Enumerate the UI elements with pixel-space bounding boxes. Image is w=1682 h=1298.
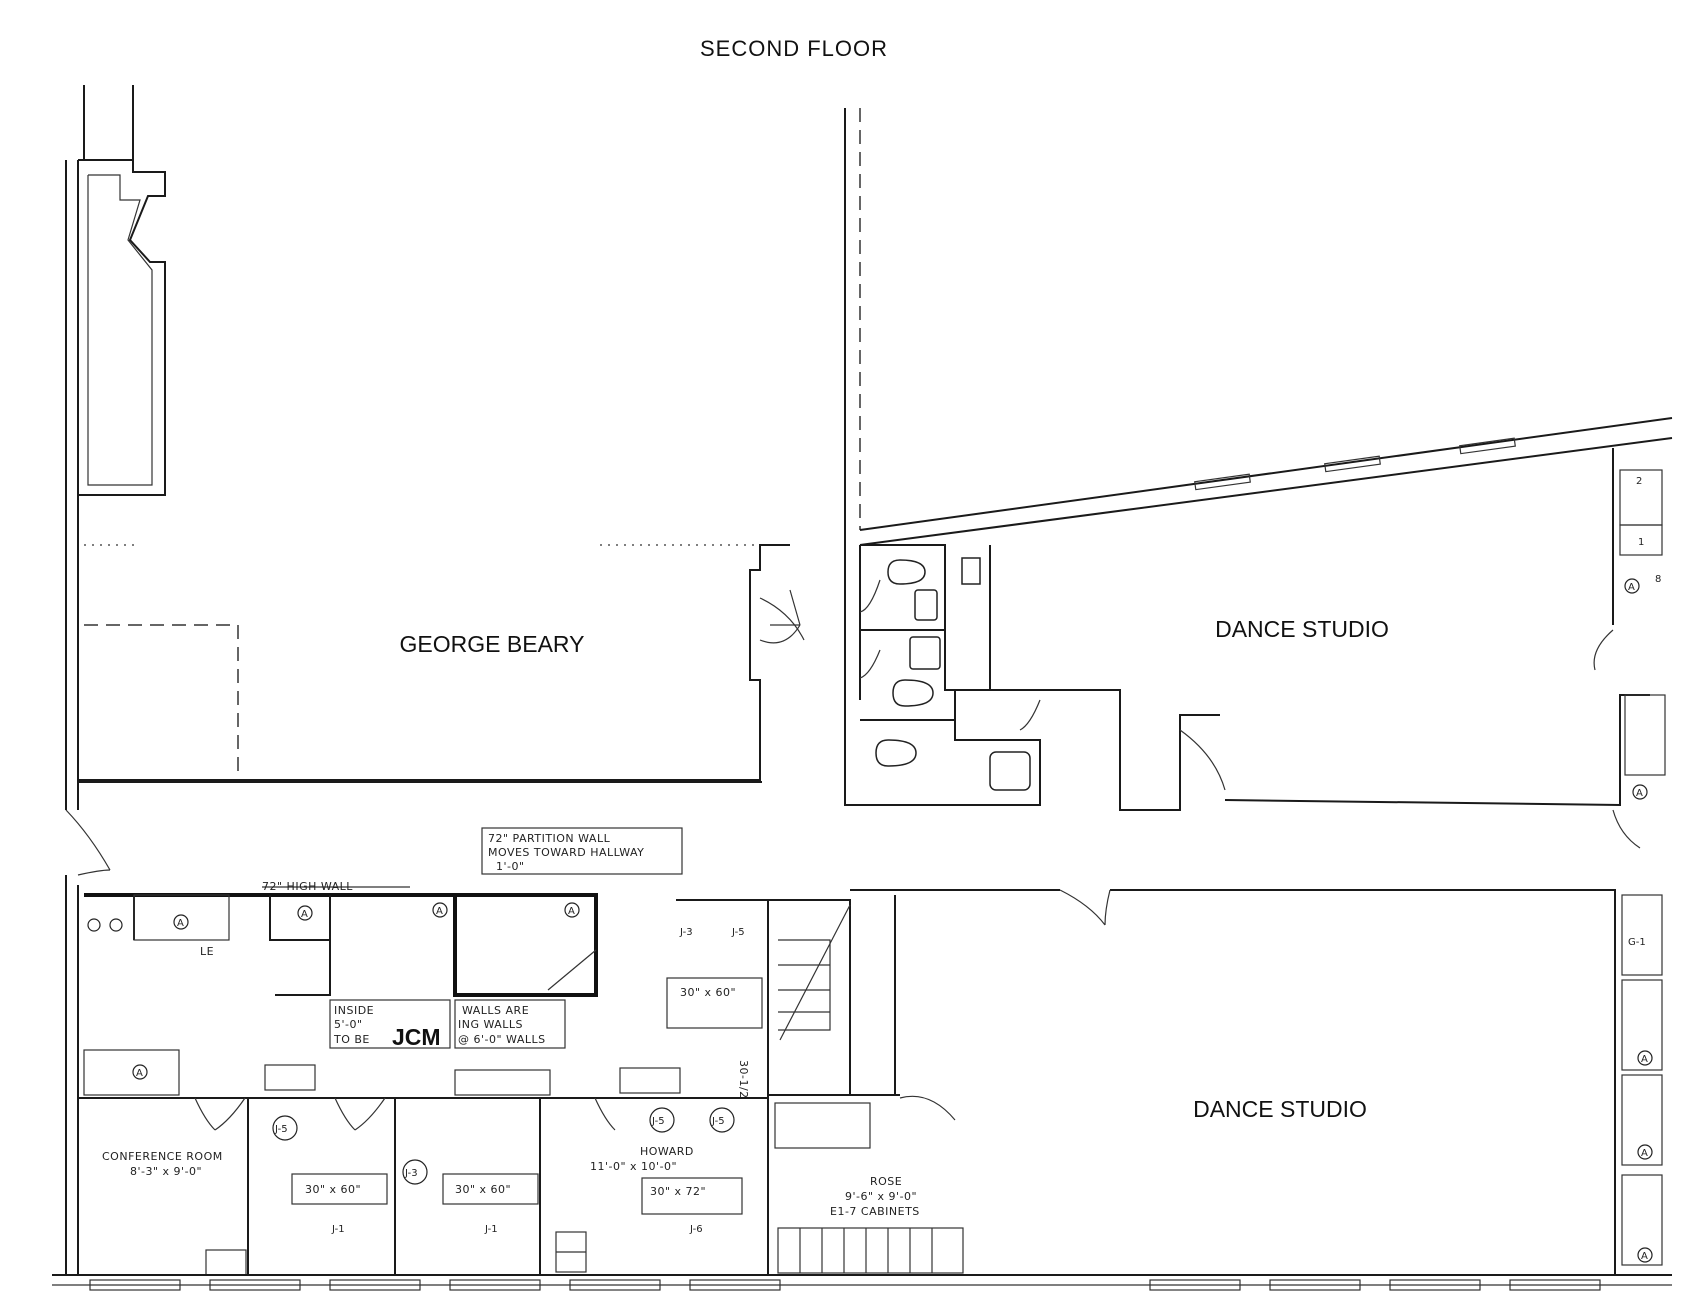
- stair-and-rose: ROSE 9'-6" x 9'-0" E1-7 CABINETS: [768, 899, 964, 1274]
- chair-icon: [649, 1107, 675, 1133]
- tag-label: A: [436, 906, 443, 917]
- tag-icon: [564, 902, 580, 918]
- note-text: TO BE: [333, 1033, 370, 1046]
- chair-icon: [272, 1115, 298, 1141]
- tag-icon: [1637, 1050, 1653, 1066]
- desk-label: 30" x 60": [305, 1183, 361, 1196]
- tag-icon: [132, 1064, 148, 1080]
- note-text: ING WALLS: [458, 1018, 523, 1031]
- lower-dance-studio: DANCE STUDIO G-1 A A A: [850, 889, 1663, 1275]
- tag-label: J-3: [404, 1168, 418, 1179]
- desk-label: 30" x 60": [680, 986, 736, 999]
- note-text: LE: [200, 945, 214, 958]
- tag-label: A: [177, 918, 184, 929]
- note-text: @ 6'-0" WALLS: [458, 1033, 546, 1046]
- toilet-icon: [892, 679, 934, 707]
- note-text: WALLS ARE: [462, 1004, 529, 1017]
- tag-label: A: [1641, 1148, 1648, 1159]
- central-wall: [844, 108, 861, 545]
- room-label-dance-studio-lower: DANCE STUDIO: [1193, 1096, 1367, 1122]
- restroom-block: [844, 544, 1226, 811]
- tag-icon: [1637, 1247, 1653, 1263]
- tag-label: J-6: [689, 1224, 703, 1235]
- note-text: E1-7 CABINETS: [830, 1205, 920, 1218]
- note-text: 72" PARTITION WALL: [488, 832, 611, 845]
- room-label-jcm: JCM: [392, 1024, 441, 1050]
- tag-icon: [297, 905, 313, 921]
- cabinet-icon: [1619, 524, 1663, 556]
- tag-label: A: [1636, 788, 1643, 799]
- lower-offices: CONFERENCE ROOM 8'-3" x 9'-0" 30" x 60" …: [78, 1064, 768, 1276]
- toilet-icon: [887, 559, 926, 585]
- sink-icon: [914, 589, 938, 621]
- tag-label: A: [568, 906, 575, 917]
- desk-label: 30" x 72": [650, 1185, 706, 1198]
- partition-note: 72" PARTITION WALL MOVES TOWARD HALLWAY …: [481, 827, 683, 875]
- note-text: 30-1/2: [737, 1060, 750, 1099]
- office-suite: 72" HIGH WALL LE INSIDE 5'-0" TO BE JCM …: [65, 809, 769, 1275]
- upper-studio-outer-wall: [859, 417, 1673, 546]
- tag-label: A: [136, 1068, 143, 1079]
- tag-label: J-3: [679, 927, 693, 938]
- left-outer-wall: [65, 85, 760, 810]
- tag-label: A: [1641, 1251, 1648, 1262]
- tag-label: 8: [1655, 574, 1661, 585]
- tag-label: A: [1628, 582, 1635, 593]
- tag-label: J-1: [484, 1224, 498, 1235]
- tag-label: G-1: [1628, 937, 1646, 948]
- tag-icon: [1637, 1144, 1653, 1160]
- upper-dance-studio: 2 1 A 8 A DANCE STUDIO: [1215, 448, 1666, 849]
- room-label-george-beary: GEORGE BEARY: [400, 631, 585, 657]
- tag-icon: [87, 918, 101, 932]
- room-label-howard: HOWARD: [640, 1145, 694, 1158]
- note-text: 72" HIGH WALL: [262, 880, 353, 893]
- tag-label: A: [1641, 1054, 1648, 1065]
- tag-label: 1: [1638, 537, 1644, 548]
- tag-label: J-5: [274, 1124, 288, 1135]
- room-size-label: 9'-6" x 9'-0": [845, 1190, 917, 1203]
- tag-icon: [109, 918, 123, 932]
- plan-title: SECOND FLOOR: [700, 36, 888, 61]
- cabinet-icon: [961, 557, 981, 585]
- note-text: 1'-0": [496, 860, 525, 873]
- chair-icon: [402, 1159, 428, 1185]
- toilet-icon: [875, 739, 917, 767]
- room-label-conference: CONFERENCE ROOM: [102, 1150, 223, 1163]
- sink-icon: [989, 751, 1031, 791]
- note-text: INSIDE: [334, 1004, 374, 1017]
- tag-label: J-5: [711, 1116, 725, 1127]
- bottom-exterior-wall: [52, 1274, 1672, 1291]
- tag-icon: [1632, 784, 1648, 800]
- room-size-label: 11'-0" x 10'-0": [590, 1160, 677, 1173]
- sink-icon: [909, 636, 941, 670]
- room-label-rose: ROSE: [870, 1175, 902, 1188]
- tag-icon: [173, 914, 189, 930]
- tag-icon: [1624, 578, 1640, 594]
- note-text: MOVES TOWARD HALLWAY: [488, 846, 644, 859]
- note-text: 5'-0": [334, 1018, 363, 1031]
- chair-icon: [709, 1107, 735, 1133]
- tag-label: 2: [1636, 476, 1642, 487]
- cabinet-icon: [1624, 694, 1666, 776]
- room-size-label: 8'-3" x 9'-0": [130, 1165, 202, 1178]
- tag-label: J-5: [651, 1116, 665, 1127]
- desk-label: 30" x 60": [455, 1183, 511, 1196]
- tag-label: A: [301, 909, 308, 920]
- george-beary-room: GEORGE BEARY: [78, 544, 805, 783]
- tag-icon: [432, 902, 448, 918]
- tag-label: J-1: [331, 1224, 345, 1235]
- room-label-dance-studio-upper: DANCE STUDIO: [1215, 616, 1389, 642]
- tag-label: J-5: [731, 927, 745, 938]
